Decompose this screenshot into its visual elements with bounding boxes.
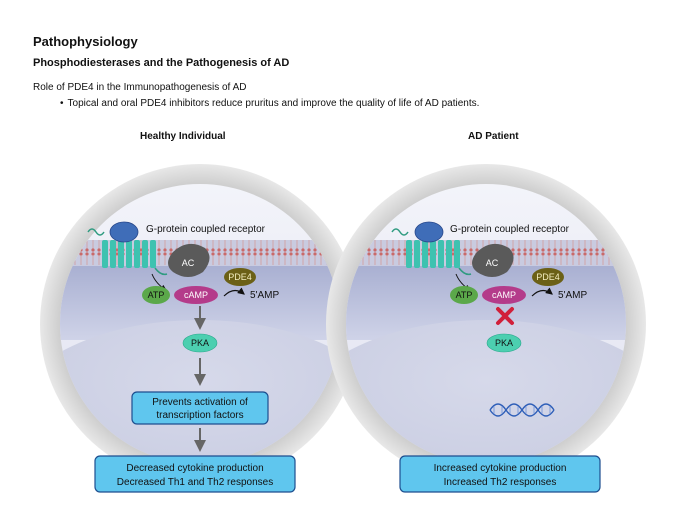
healthy-box-cytokine [94,455,296,493]
healthy-amp-label: 5'AMP [250,290,279,301]
ad-block-icon [496,307,514,325]
healthy-pde4-icon [224,268,256,286]
healthy-pka-label: PKA [191,338,209,348]
ad-receptor [391,221,472,276]
page-title: Pathophysiology [33,34,138,49]
healthy-camp-label: cAMP [184,290,208,300]
healthy-atp-icon [142,286,170,304]
ad-panel-title: AD Patient [468,131,519,142]
ad-camp-label: cAMP [492,290,516,300]
healthy-ac-icon [168,243,210,277]
ad-box-cytokine [399,455,601,493]
ad-pde4-icon [532,268,564,286]
ad-nucleus [346,320,626,464]
ad-atp-icon [450,286,478,304]
ad-camp-icon [482,286,526,304]
bullet-item: •Topical and oral PDE4 inhibitors reduce… [60,98,479,109]
ad-receptor-label: G-protein coupled receptor [450,224,570,235]
ad-amp-label: 5'AMP [558,290,587,301]
healthy-box2-line1: Decreased cytokine production [126,463,263,474]
dna-icon [489,403,555,417]
bullet-dot-icon: • [60,98,64,109]
healthy-box1-line2: transcription factors [156,410,243,421]
healthy-pde4-label: PDE4 [228,272,252,282]
ad-box2-line1: Increased cytokine production [434,463,567,474]
healthy-receptor-label: G-protein coupled receptor [146,224,266,235]
healthy-box1-line1: Prevents activation of [152,397,248,408]
ad-atp-label: ATP [456,290,473,300]
healthy-box2-line2: Decreased Th1 and Th2 responses [117,477,273,488]
page-subtitle: Phosphodiesterases and the Pathogenesis … [33,57,290,69]
healthy-ac-label: AC [182,258,195,268]
ad-pka-icon [486,333,522,353]
healthy-receptor [87,221,168,276]
ad-ligand-icon [414,221,444,243]
ad-ac-icon [472,243,514,277]
healthy-ligand-icon [109,221,139,243]
healthy-atp-label: ATP [148,290,165,300]
ad-pka-label: PKA [495,338,513,348]
ad-box2-line2: Increased Th2 responses [444,477,557,488]
role-line: Role of PDE4 in the Immunopathogenesis o… [33,82,247,93]
healthy-pka-icon [182,333,218,353]
ad-pde4-label: PDE4 [536,272,560,282]
ad-ac-label: AC [486,258,499,268]
healthy-box-transcription [131,391,269,425]
bullet-text: Topical and oral PDE4 inhibitors reduce … [67,98,480,109]
healthy-panel-title: Healthy Individual [140,131,226,142]
healthy-camp-icon [174,286,218,304]
